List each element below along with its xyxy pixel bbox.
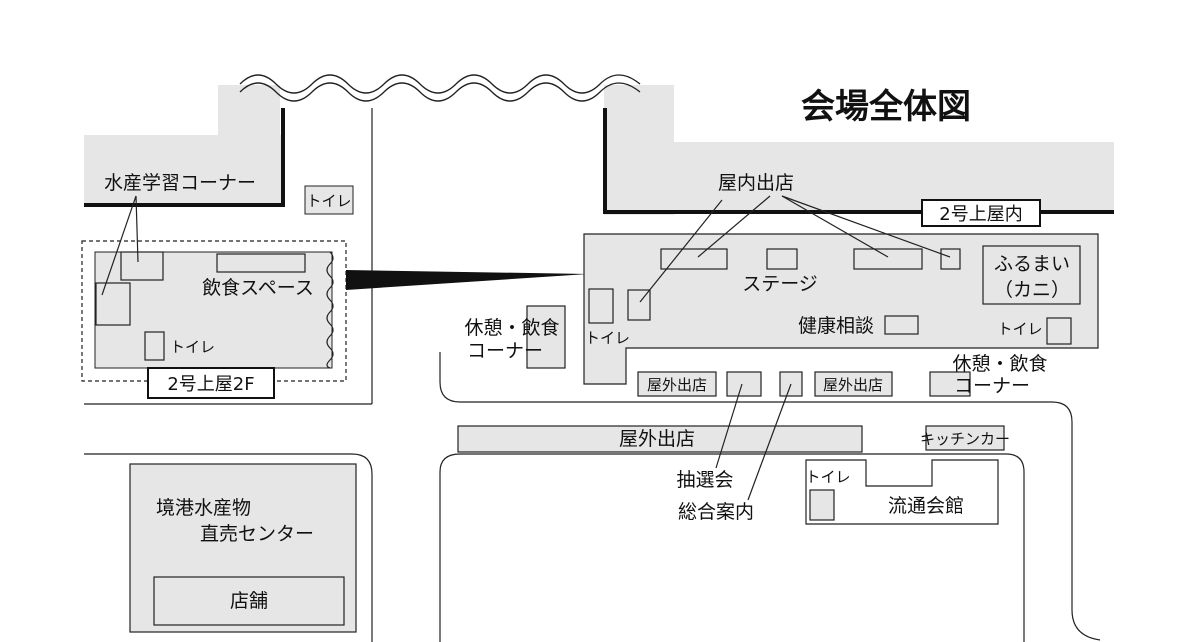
label-stage: ステージ xyxy=(742,273,818,295)
label-okunai-shutten: 屋内出店 xyxy=(718,172,794,194)
label-okugai-main: 屋外出店 xyxy=(619,428,695,450)
chusenkai-box xyxy=(726,371,762,397)
annex-2f-name-box xyxy=(147,367,275,399)
block-left xyxy=(84,453,373,642)
toilet-2f-box xyxy=(144,331,165,361)
toilet-right-box xyxy=(1046,317,1072,345)
water-wave-inner xyxy=(239,82,641,102)
pointer-okunai-2 xyxy=(697,195,771,258)
label-kyukei-left-2: コーナー xyxy=(467,340,543,362)
label-annex-indoor: 2号上屋内 xyxy=(939,204,1022,225)
view-connector-wedge xyxy=(346,270,588,290)
kyukei-right-box xyxy=(929,371,971,397)
pointer-chusenkai xyxy=(715,383,743,469)
label-center-1: 境港水産物 xyxy=(156,497,251,519)
pointer-okunai-3 xyxy=(781,195,889,258)
block-center xyxy=(439,453,1025,642)
label-kitchen-car: キッチンカー xyxy=(920,430,1010,448)
label-inshoku-space: 飲食スペース xyxy=(202,277,314,299)
shaded-ground-left xyxy=(84,135,284,205)
road-line-right xyxy=(439,352,1101,641)
ryutsu-kaikan-outline xyxy=(805,459,999,525)
label-toilet-ryutsu: トイレ xyxy=(805,468,850,486)
label-okugai-1: 屋外出店 xyxy=(647,376,707,394)
label-suisan-gakushu: 水産学習コーナー xyxy=(104,172,256,194)
shaded-ground-right-high xyxy=(640,85,670,145)
label-chusenkai: 抽選会 xyxy=(676,469,733,491)
exhibit-box-2 xyxy=(95,282,131,326)
label-okugai-2: 屋外出店 xyxy=(823,376,883,394)
label-toilet-2f: トイレ xyxy=(170,338,215,356)
label-kyukei-left-1: 休憩・飲食 xyxy=(464,317,559,339)
quay-edge-left xyxy=(84,108,285,207)
label-kyukei-right-1: 休憩・飲食 xyxy=(952,353,1047,375)
okugai-main-box xyxy=(457,425,863,453)
label-annex-2f: 2号上屋2F xyxy=(167,374,254,395)
okugai-2-box xyxy=(814,371,893,397)
toilet-ryutsu-box xyxy=(809,489,835,521)
label-ryutsu-kaikan: 流通会館 xyxy=(888,495,964,517)
exhibit-box-1 xyxy=(120,251,164,281)
map-title: 会場全体図 xyxy=(801,87,971,127)
kitchen-car-box xyxy=(925,425,1005,451)
inshoku-space-box xyxy=(216,253,306,273)
label-furumai-2: （カニ） xyxy=(994,279,1070,301)
water-wave-outer xyxy=(239,74,641,94)
okugai-1-box xyxy=(637,371,717,397)
annex-indoor-name-box xyxy=(921,199,1041,227)
annex-2f-wavy-edge xyxy=(326,251,334,369)
pointer-suisan-1 xyxy=(135,195,139,263)
pointer-sogo-annai xyxy=(747,383,792,501)
label-center-2: 直売センター xyxy=(200,523,314,545)
pointer-okunai-4 xyxy=(781,195,951,258)
kenko-sodan-box xyxy=(884,315,919,335)
label-toilet-top: トイレ xyxy=(306,192,351,210)
tenpo-box xyxy=(153,576,345,626)
indoor-shop-box-4 xyxy=(627,289,651,321)
annex-indoor-floor xyxy=(583,233,1099,385)
kyukei-left-box xyxy=(526,305,566,369)
label-sogo-annai: 総合案内 xyxy=(678,501,754,523)
toilet-top-box xyxy=(304,185,354,215)
label-toilet-right: トイレ xyxy=(997,320,1042,338)
indoor-shop-box-2 xyxy=(853,248,923,270)
pointer-okunai-1 xyxy=(639,199,723,303)
label-toilet-mid: トイレ xyxy=(585,329,630,347)
indoor-shop-box-1 xyxy=(660,248,728,270)
label-furumai-1: ふるまい xyxy=(994,253,1070,275)
label-kyukei-right-2: コーナー xyxy=(954,375,1030,397)
indoor-shop-box-3 xyxy=(940,248,961,270)
label-tenpo: 店舗 xyxy=(230,590,268,612)
furumai-box xyxy=(982,245,1081,305)
stage-box xyxy=(766,248,798,270)
toilet-mid-box xyxy=(588,288,614,324)
pointer-suisan-2 xyxy=(101,195,137,296)
label-kenko-sodan: 健康相談 xyxy=(798,315,874,337)
